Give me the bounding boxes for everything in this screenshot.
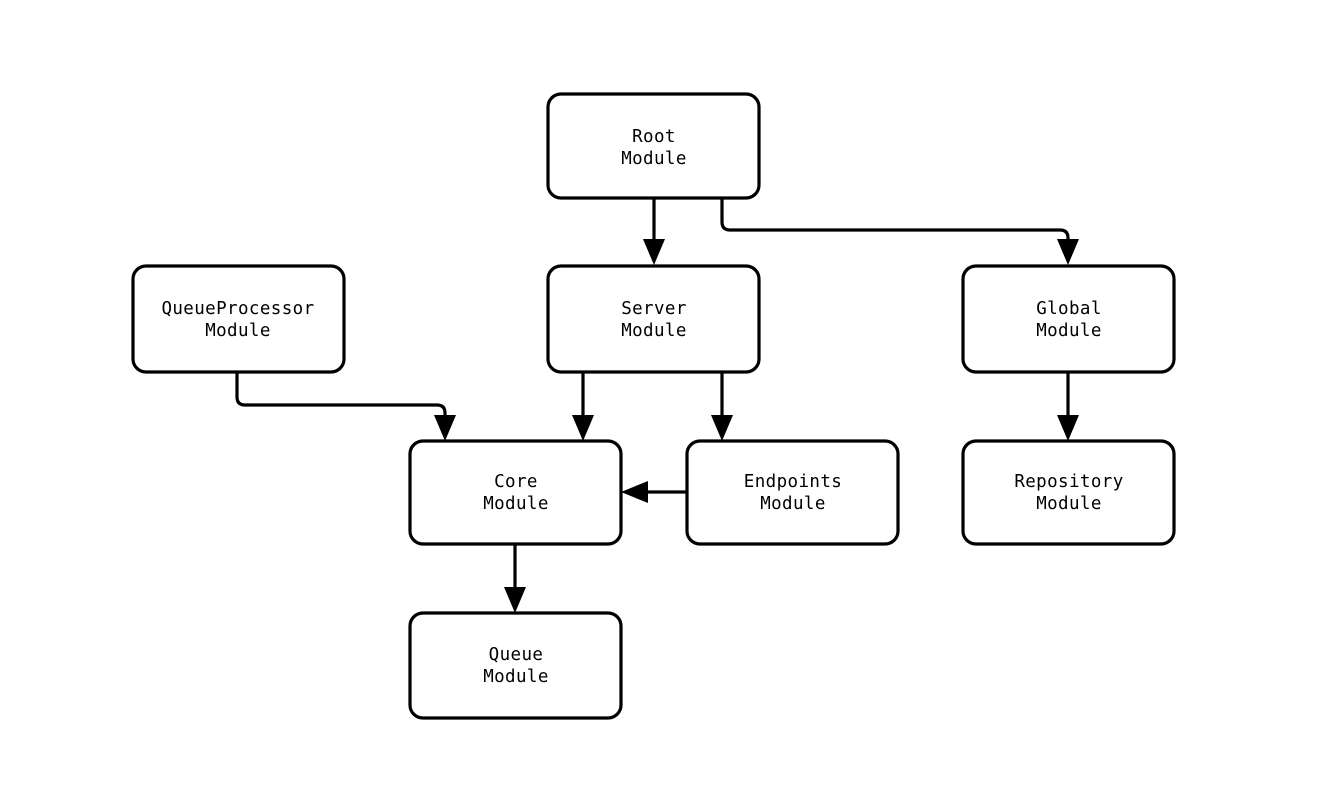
edge-global-repository-arrowhead [1057, 415, 1079, 441]
node-core-label-line1: Core [494, 472, 538, 492]
node-queue-label-line2: Module [483, 667, 549, 687]
node-global-label-line2: Module [1036, 321, 1102, 341]
edge-endpoints-core-arrowhead [621, 481, 648, 503]
node-layer: Root Module QueueProcessor Module Server… [131, 92, 1176, 720]
node-repository-label-line2: Module [1036, 494, 1102, 514]
edge-root-global-line [720, 198, 1070, 250]
node-queueprocessor-label-line2: Module [205, 321, 271, 341]
node-repository-label-line1: Repository [1014, 472, 1123, 492]
edge-root-global-arrowhead [1057, 239, 1079, 265]
edge-queueprocessor-core-line [235, 372, 447, 426]
node-core-box[interactable] [408, 439, 623, 546]
node-endpoints-label-line2: Module [760, 494, 826, 514]
node-root-label-line1: Root [632, 127, 676, 147]
edge-global-repository [1057, 372, 1079, 441]
node-queueprocessor-label-line1: QueueProcessor [161, 299, 314, 319]
node-global[interactable]: Global Module [961, 264, 1176, 374]
node-queue-box[interactable] [408, 611, 623, 720]
node-root-box[interactable] [546, 92, 761, 200]
node-queue[interactable]: Queue Module [408, 611, 623, 720]
edge-server-endpoints-arrowhead [711, 415, 733, 441]
edge-endpoints-core [621, 481, 687, 503]
node-core[interactable]: Core Module [408, 439, 623, 546]
node-repository-box[interactable] [961, 439, 1176, 546]
node-server[interactable]: Server Module [546, 264, 761, 374]
node-root-label-line2: Module [621, 149, 687, 169]
edge-layer [235, 198, 1079, 613]
node-core-label-line2: Module [483, 494, 549, 514]
node-server-label-line2: Module [621, 321, 687, 341]
edge-core-queue [504, 544, 526, 613]
node-server-box[interactable] [546, 264, 761, 374]
edge-queueprocessor-core-arrowhead [434, 415, 456, 441]
node-endpoints[interactable]: Endpoints Module [685, 439, 900, 546]
edge-root-server-arrowhead [643, 239, 665, 265]
edge-queueprocessor-core [235, 372, 456, 441]
node-queueprocessor[interactable]: QueueProcessor Module [131, 264, 346, 374]
edge-core-queue-arrowhead [504, 587, 526, 613]
node-global-label-line1: Global [1036, 299, 1102, 319]
node-global-box[interactable] [961, 264, 1176, 374]
node-server-label-line1: Server [621, 299, 687, 319]
node-root[interactable]: Root Module [546, 92, 761, 200]
edge-root-global [720, 198, 1079, 265]
node-queueprocessor-box[interactable] [131, 264, 346, 374]
node-endpoints-label-line1: Endpoints [744, 472, 842, 492]
edge-server-endpoints [711, 372, 733, 441]
edge-server-core-arrowhead [572, 415, 594, 441]
edge-root-server [643, 198, 665, 265]
edge-server-core [572, 372, 594, 441]
node-repository[interactable]: Repository Module [961, 439, 1176, 546]
node-queue-label-line1: Queue [489, 645, 544, 665]
node-endpoints-box[interactable] [685, 439, 900, 546]
